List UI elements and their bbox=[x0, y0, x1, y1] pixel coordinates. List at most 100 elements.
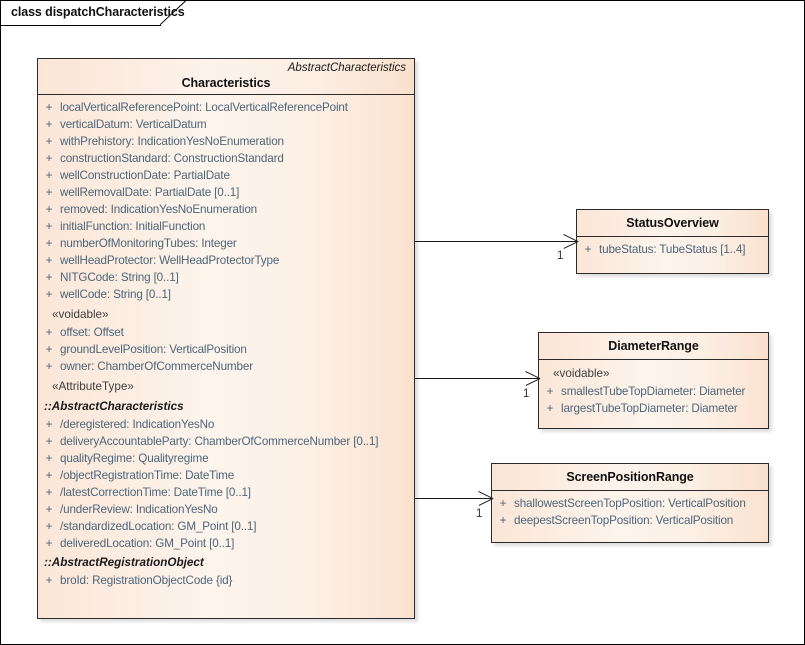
attribute-text: /deregistered: IndicationYesNo bbox=[60, 418, 215, 431]
stereotype-label: «AttributeType» bbox=[52, 380, 134, 393]
attribute-text: localVerticalReferencePoint: LocalVertic… bbox=[60, 101, 348, 114]
visibility-marker: + bbox=[45, 469, 53, 482]
attribute-row: + shallowestScreenTopPosition: VerticalP… bbox=[492, 495, 768, 512]
class-title: Characteristics bbox=[181, 76, 271, 90]
attribute-text: deepestScreenTopPosition: VerticalPositi… bbox=[514, 514, 734, 527]
uml-class-screenpositionrange[interactable]: ScreenPositionRange + shallowestScreenTo… bbox=[491, 463, 769, 543]
attribute-text: verticalDatum: VerticalDatum bbox=[60, 118, 207, 131]
diagram-tab-label: class dispatchCharacteristics bbox=[11, 5, 185, 19]
visibility-marker: + bbox=[45, 135, 53, 148]
attribute-text: wellHeadProtector: WellHeadProtectorType bbox=[60, 254, 280, 267]
visibility-marker: + bbox=[45, 537, 53, 550]
attribute-row: + owner: ChamberOfCommerceNumber bbox=[38, 358, 414, 375]
visibility-marker: + bbox=[45, 169, 53, 182]
attribute-text: /objectRegistrationTime: DateTime bbox=[60, 469, 235, 482]
attribute-text: owner: ChamberOfCommerceNumber bbox=[60, 360, 253, 373]
attribute-text: NITGCode: String [0..1] bbox=[60, 271, 179, 284]
attribute-row: +/deregistered: IndicationYesNo bbox=[38, 416, 414, 433]
attribute-row: + deliveredLocation: GM_Point [0..1] bbox=[38, 535, 414, 552]
connector-line-diameterrange bbox=[415, 378, 538, 379]
attribute-row: +numberOfMonitoringTubes: Integer bbox=[38, 235, 414, 252]
stereotype-voidable: «voidable» bbox=[553, 367, 610, 380]
attribute-text: constructionStandard: ConstructionStanda… bbox=[60, 152, 284, 165]
visibility-marker: + bbox=[45, 360, 53, 373]
visibility-marker: + bbox=[45, 118, 53, 131]
attribute-text: wellConstructionDate: PartialDate bbox=[60, 169, 230, 182]
visibility-marker: + bbox=[45, 203, 53, 216]
attribute-text: /underReview: IndicationYesNo bbox=[60, 503, 218, 516]
attribute-row: + smallestTubeTopDiameter: Diameter bbox=[539, 383, 768, 400]
attribute-text: /standardizedLocation: GM_Point [0..1] bbox=[60, 520, 257, 533]
visibility-marker: + bbox=[45, 186, 53, 199]
visibility-marker: + bbox=[546, 402, 554, 415]
attribute-row: + wellCode: String [0..1] bbox=[38, 286, 414, 303]
inherited-group-label: ::AbstractRegistrationObject bbox=[44, 556, 204, 569]
visibility-marker: + bbox=[45, 486, 53, 499]
uml-class-characteristics[interactable]: AbstractCharacteristics Characteristics … bbox=[37, 58, 415, 619]
visibility-marker: + bbox=[45, 343, 53, 356]
attribute-row: +deliveryAccountableParty: ChamberOfComm… bbox=[38, 433, 414, 450]
attribute-text: qualityRegime: Qualityregime bbox=[60, 452, 209, 465]
visibility-marker: + bbox=[45, 326, 53, 339]
attribute-text: largestTubeTopDiameter: Diameter bbox=[561, 402, 738, 415]
visibility-marker: + bbox=[45, 101, 53, 114]
attribute-row: + removed: IndicationYesNoEnumeration bbox=[38, 201, 414, 218]
visibility-marker: + bbox=[45, 288, 53, 301]
class-header-diameterrange: DiameterRange bbox=[539, 333, 768, 360]
connector-line-screenpositionrange bbox=[415, 498, 491, 499]
attribute-row: + initialFunction: InitialFunction bbox=[38, 218, 414, 235]
visibility-marker: + bbox=[45, 503, 53, 516]
attribute-text: shallowestScreenTopPosition: VerticalPos… bbox=[514, 497, 746, 510]
multiplicity-screenpositionrange: 1 bbox=[476, 508, 483, 520]
attribute-row: + verticalDatum: VerticalDatum bbox=[38, 116, 414, 133]
class-title-statusoverview: StatusOverview bbox=[626, 216, 719, 230]
visibility-marker: + bbox=[45, 520, 53, 533]
attribute-row: + wellConstructionDate: PartialDate bbox=[38, 167, 414, 184]
visibility-marker: + bbox=[45, 152, 53, 165]
visibility-marker: + bbox=[546, 385, 554, 398]
attribute-text: initialFunction: InitialFunction bbox=[60, 220, 206, 233]
class-body-diameterrange: «voidable» + smallestTubeTopDiameter: Di… bbox=[539, 360, 768, 422]
attribute-row: + largestTubeTopDiameter: Diameter bbox=[539, 400, 768, 417]
attribute-row: + localVerticalReferencePoint: LocalVerti… bbox=[38, 99, 414, 116]
attribute-row: +qualityRegime: Qualityregime bbox=[38, 450, 414, 467]
visibility-marker: + bbox=[45, 271, 53, 284]
attribute-text: offset: Offset bbox=[60, 326, 124, 339]
attribute-text: deliveryAccountableParty: ChamberOfComme… bbox=[60, 435, 379, 448]
connector-line-statusoverview bbox=[415, 241, 576, 242]
attribute-text: groundLevelPosition: VerticalPosition bbox=[60, 343, 247, 356]
multiplicity-diameterrange: 1 bbox=[523, 388, 530, 400]
stereotype-label: «voidable» bbox=[52, 308, 109, 321]
attribute-row: + deepestScreenTopPosition: VerticalPosi… bbox=[492, 512, 768, 529]
class-header-screenpositionrange: ScreenPositionRange bbox=[492, 464, 768, 491]
uml-class-statusoverview[interactable]: StatusOverview + tubeStatus: TubeStatus … bbox=[576, 209, 769, 274]
class-body-screenpositionrange: + shallowestScreenTopPosition: VerticalP… bbox=[492, 491, 768, 534]
attribute-text: removed: IndicationYesNoEnumeration bbox=[60, 203, 258, 216]
attribute-row: + /objectRegistrationTime: DateTime bbox=[38, 467, 414, 484]
multiplicity-statusoverview: 1 bbox=[557, 250, 564, 262]
attribute-row: + NITGCode: String [0..1] bbox=[38, 269, 414, 286]
attribute-row: +/latestCorrectionTime: DateTime [0..1] bbox=[38, 484, 414, 501]
attribute-text: smallestTubeTopDiameter: Diameter bbox=[561, 385, 746, 398]
attribute-text: broId: RegistrationObjectCode {id} bbox=[60, 574, 233, 587]
attribute-row: + wellHeadProtector: WellHeadProtectorTyp… bbox=[38, 252, 414, 269]
class-title-diameterrange: DiameterRange bbox=[608, 339, 699, 353]
attribute-row: + broId: RegistrationObjectCode {id} bbox=[38, 572, 414, 589]
class-header-statusoverview: StatusOverview bbox=[577, 210, 768, 237]
visibility-marker: + bbox=[45, 254, 53, 267]
attribute-text: wellCode: String [0..1] bbox=[60, 288, 171, 301]
class-parent-stereotype: AbstractCharacteristics bbox=[287, 62, 406, 74]
visibility-marker: + bbox=[45, 220, 53, 233]
diagram-tab[interactable]: class dispatchCharacteristics bbox=[1, 1, 185, 26]
visibility-marker: + bbox=[584, 243, 592, 256]
attribute-text: withPrehistory: IndicationYesNoEnumerati… bbox=[60, 135, 284, 148]
inherited-group-label: ::AbstractCharacteristics bbox=[44, 400, 184, 413]
visibility-marker: + bbox=[499, 497, 507, 510]
class-body-characteristics: + localVerticalReferencePoint: LocalVerti… bbox=[38, 95, 414, 594]
attribute-row: + groundLevelPosition: VerticalPosition bbox=[38, 341, 414, 358]
attribute-text: deliveredLocation: GM_Point [0..1] bbox=[60, 537, 235, 550]
uml-class-diameterrange[interactable]: DiameterRange «voidable» + smallestTubeT… bbox=[538, 332, 769, 429]
attribute-row: +wellRemovalDate: PartialDate [0..1] bbox=[38, 184, 414, 201]
visibility-marker: + bbox=[45, 574, 53, 587]
